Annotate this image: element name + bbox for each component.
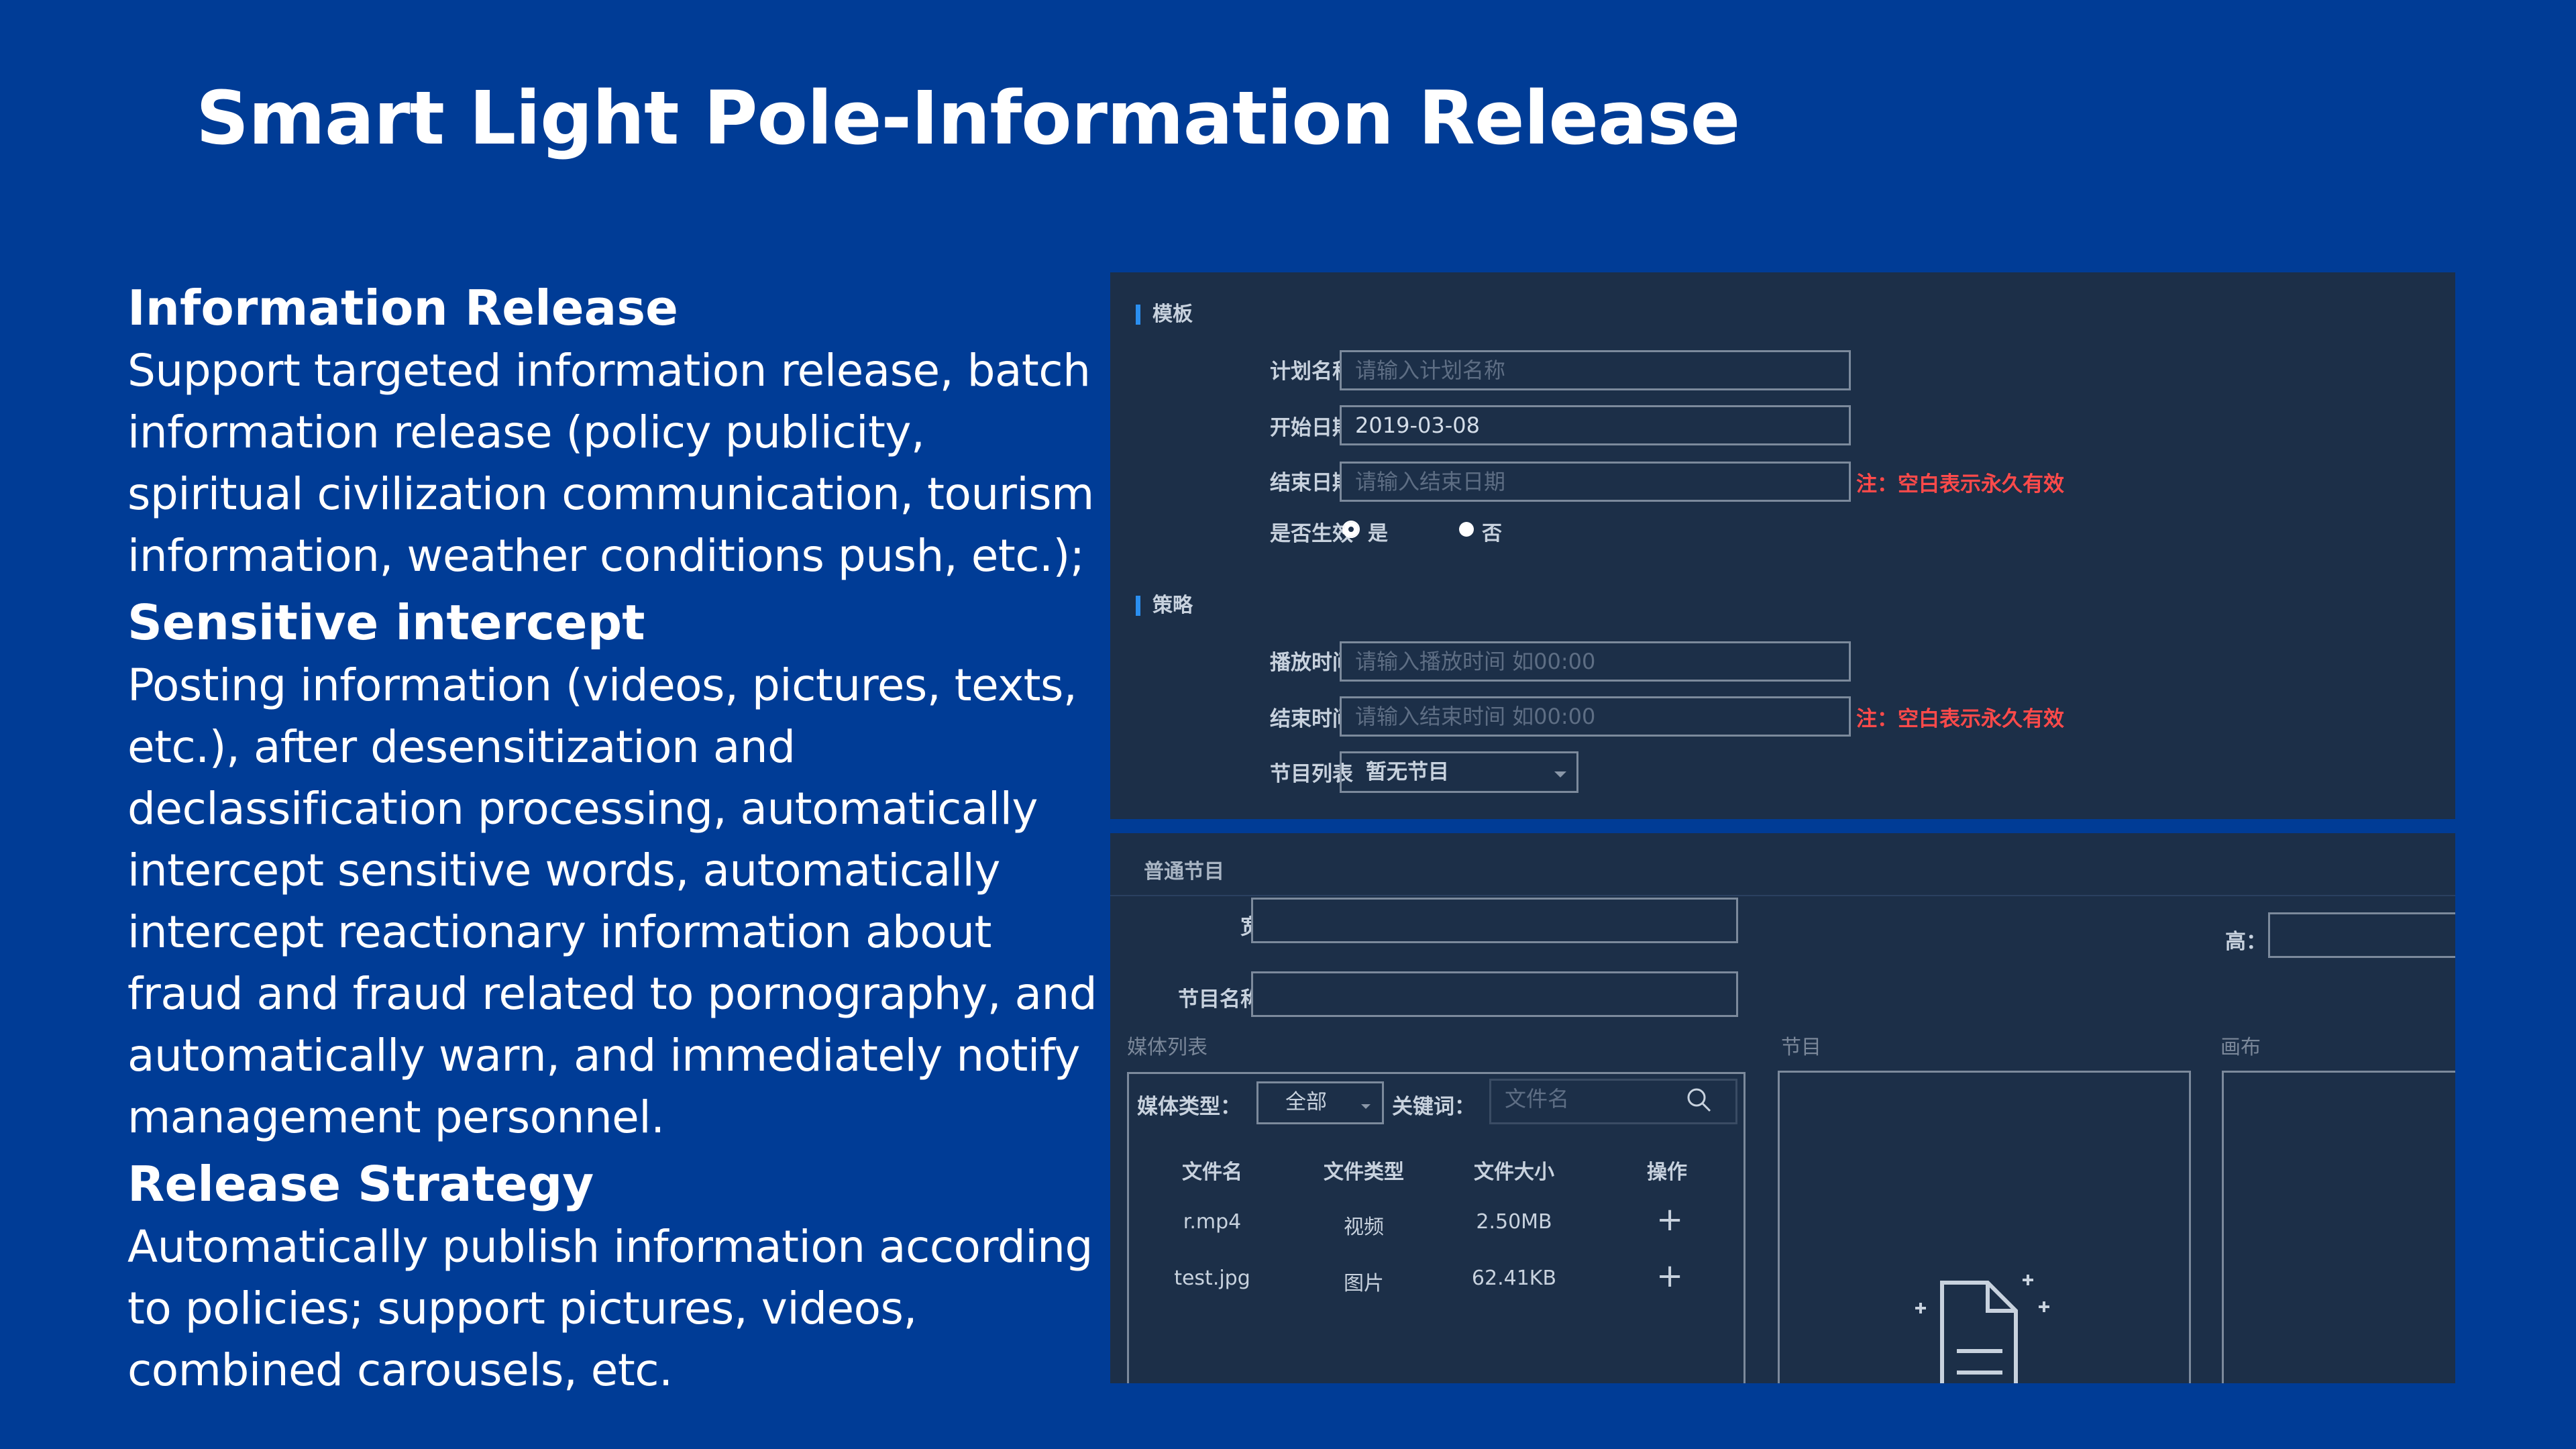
row-2-filesize: 62.41KB	[1471, 1267, 1557, 1290]
section-heading-information-release: Information Release	[127, 280, 678, 336]
row-2-add-button[interactable]: +	[1656, 1257, 1684, 1295]
height-label: 高：	[2225, 930, 2267, 954]
program-editor-panel: 普通节目 宽： 高： 节目名称： 媒体列表 节目 画布 媒体类型： 全部 关键词…	[1110, 833, 2455, 1383]
row-1-filetype: 视频	[1344, 1216, 1384, 1239]
plan-name-input[interactable]: 请输入计划名称	[1340, 350, 1851, 390]
program-section-label: 节目	[1781, 1036, 1821, 1059]
section-heading-sensitive-intercept: Sensitive intercept	[127, 594, 645, 651]
plan-name-label: 计划名称	[1270, 360, 1353, 384]
width-input[interactable]	[1251, 898, 1738, 943]
description-column: Information Release Support targeted inf…	[127, 276, 1107, 1405]
end-date-note: 注：空白表示永久有效	[1856, 472, 2064, 496]
section-body-information-release: Support targeted information release, ba…	[127, 345, 1094, 582]
template-group-title: 模板	[1136, 305, 1193, 325]
row-2-filetype: 图片	[1344, 1272, 1384, 1295]
effective-label: 是否生效	[1270, 522, 1353, 546]
end-date-input[interactable]: 请输入结束日期	[1340, 462, 1851, 502]
section-body-sensitive-intercept: Posting information (videos, pictures, t…	[127, 659, 1097, 1143]
start-date-input[interactable]: 2019-03-08	[1340, 405, 1851, 445]
column-header-filename: 文件名	[1182, 1161, 1242, 1184]
row-2-filename: test.jpg	[1174, 1267, 1250, 1290]
program-name-input[interactable]	[1251, 971, 1738, 1017]
end-time-note: 注：空白表示永久有效	[1856, 707, 2064, 731]
end-date-label: 结束日期	[1270, 471, 1353, 495]
radio-no-label: 否	[1482, 522, 1502, 545]
height-input[interactable]	[2268, 912, 2455, 958]
media-type-label: 媒体类型：	[1137, 1095, 1241, 1119]
start-date-label: 开始日期	[1270, 416, 1353, 440]
column-header-filesize: 文件大小	[1474, 1161, 1554, 1184]
media-list-label: 媒体列表	[1127, 1036, 1208, 1059]
chevron-down-icon	[1554, 771, 1566, 777]
end-time-input[interactable]: 请输入结束时间 如00:00	[1340, 696, 1851, 737]
media-type-value: 全部	[1285, 1090, 1327, 1114]
keyword-label: 关键词：	[1392, 1095, 1475, 1119]
canvas-section-label: 画布	[2220, 1036, 2261, 1059]
strategy-group-title: 策略	[1136, 596, 1193, 616]
slide-title: Smart Light Pole-Information Release	[196, 75, 1740, 161]
radio-yes[interactable]	[1342, 521, 1360, 538]
row-1-filename: r.mp4	[1183, 1210, 1242, 1234]
radio-no[interactable]	[1459, 522, 1474, 537]
program-list-select[interactable]: 暂无节目	[1340, 751, 1578, 793]
program-header: 普通节目	[1144, 860, 1224, 883]
column-header-action: 操作	[1647, 1161, 1687, 1184]
media-type-select[interactable]: 全部	[1256, 1081, 1384, 1124]
section-heading-release-strategy: Release Strategy	[127, 1156, 594, 1212]
media-list-box	[1127, 1072, 1746, 1383]
program-list-value: 暂无节目	[1366, 760, 1449, 784]
end-time-label: 结束时间	[1270, 707, 1353, 731]
section-body-release-strategy: Automatically publish information accord…	[127, 1221, 1093, 1396]
keyword-input[interactable]: 文件名	[1489, 1079, 1737, 1124]
column-header-filetype: 文件类型	[1324, 1161, 1404, 1184]
program-box	[1778, 1071, 2191, 1383]
radio-yes-label: 是	[1368, 522, 1388, 545]
row-1-add-button[interactable]: +	[1656, 1201, 1684, 1238]
chevron-down-icon	[1361, 1104, 1371, 1109]
play-time-input[interactable]: 请输入播放时间 如00:00	[1340, 641, 1851, 682]
row-1-filesize: 2.50MB	[1476, 1210, 1552, 1234]
play-time-label: 播放时间	[1270, 651, 1353, 675]
header-divider	[1110, 895, 2455, 896]
program-list-label: 节目列表	[1270, 762, 1353, 786]
empty-document-icon	[1915, 1275, 2049, 1383]
canvas-box	[2222, 1071, 2455, 1383]
plan-form-panel: 模板 计划名称 请输入计划名称 开始日期 2019-03-08 结束日期 请输入…	[1110, 272, 2455, 819]
search-icon[interactable]	[1684, 1085, 1714, 1115]
